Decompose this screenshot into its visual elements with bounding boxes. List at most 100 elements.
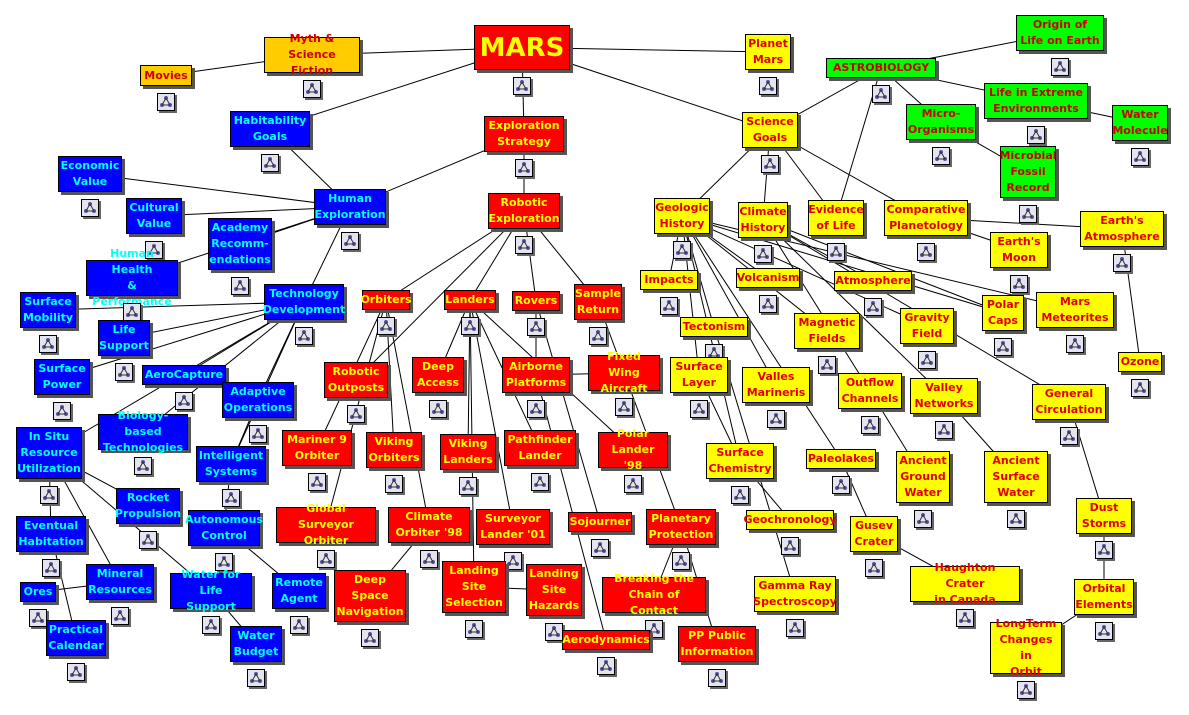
node-breaking-chain[interactable]: Breaking the Chain of Contact [602, 572, 706, 617]
resource-link-icon[interactable] [615, 398, 633, 416]
resource-link-icon[interactable] [461, 317, 479, 335]
resource-link-icon[interactable] [1017, 681, 1035, 699]
resource-link-icon[interactable] [145, 241, 163, 259]
resource-link-icon[interactable] [660, 297, 678, 315]
resource-link-icon[interactable] [317, 550, 335, 568]
node-deep-access[interactable]: Deep Access [412, 357, 464, 393]
node-exploration-strategy[interactable]: Exploration Strategy [484, 116, 564, 152]
resource-link-icon[interactable] [111, 607, 129, 625]
node-evidence-life[interactable]: Evidence of Life [808, 200, 864, 236]
resource-link-icon[interactable] [690, 400, 708, 418]
node-surface-layer[interactable]: Surface Layer [670, 357, 728, 393]
resource-link-icon[interactable] [865, 559, 883, 577]
resource-link-icon[interactable] [175, 392, 193, 410]
resource-link-icon[interactable] [818, 356, 836, 374]
resource-link-icon[interactable] [134, 457, 152, 475]
resource-link-icon[interactable] [361, 629, 379, 647]
node-water-life-support[interactable]: Water for Life Support [170, 568, 252, 613]
node-pathfinder[interactable]: Pathfinder Lander [504, 430, 576, 466]
resource-link-icon[interactable] [759, 295, 777, 313]
resource-link-icon[interactable] [115, 363, 133, 381]
node-rocket-propulsion[interactable]: Rocket Propulsion [115, 488, 181, 524]
node-life-support[interactable]: Life Support [98, 320, 150, 356]
node-geologic-history[interactable]: Geologic History [654, 198, 710, 234]
node-rovers[interactable]: Rovers [512, 291, 560, 311]
node-cultural-value[interactable]: Cultural Value [126, 198, 182, 234]
node-sample-return[interactable]: Sample Return [574, 284, 622, 320]
node-climate-history[interactable]: Climate History [738, 202, 788, 238]
resource-link-icon[interactable] [932, 147, 950, 165]
node-earths-atmosphere[interactable]: Earth's Atmosphere [1080, 211, 1164, 247]
resource-link-icon[interactable] [341, 232, 359, 250]
resource-link-icon[interactable] [597, 657, 615, 675]
resource-link-icon[interactable] [731, 486, 749, 504]
resource-link-icon[interactable] [624, 475, 642, 493]
node-valles-marineris[interactable]: Valles Marineris [742, 367, 810, 403]
node-gamma-ray[interactable]: Gamma Ray Spectroscopy [753, 576, 837, 612]
node-microbial-fossil[interactable]: Microbial Fossil Record [999, 146, 1057, 198]
resource-link-icon[interactable] [67, 663, 85, 681]
resource-link-icon[interactable] [786, 619, 804, 637]
resource-link-icon[interactable] [994, 338, 1012, 356]
resource-link-icon[interactable] [527, 400, 545, 418]
node-climate-orbiter[interactable]: Climate Orbiter '98 [388, 507, 470, 543]
node-orbiters[interactable]: Orbiters [360, 290, 412, 310]
node-autonomous-control[interactable]: Autonomous Control [185, 510, 263, 546]
node-longterm-orbit[interactable]: LongTerm Changes in Orbit [990, 617, 1062, 678]
resource-link-icon[interactable] [420, 550, 438, 568]
node-landing-site-selection[interactable]: Landing Site Selection [442, 561, 506, 613]
node-mars-meteorites[interactable]: Mars Meteorites [1036, 292, 1114, 328]
resource-link-icon[interactable] [864, 298, 882, 316]
resource-link-icon[interactable] [673, 241, 691, 259]
node-ozone[interactable]: Ozone [1118, 352, 1162, 372]
resource-link-icon[interactable] [1066, 335, 1084, 353]
node-movies[interactable]: Movies [140, 65, 192, 86]
node-habitability[interactable]: Habitability Goals [230, 111, 310, 147]
node-surface-power[interactable]: Surface Power [34, 359, 90, 395]
node-biology-tech[interactable]: Biology-based Technologies [98, 409, 188, 454]
node-dust-storms[interactable]: Dust Storms [1076, 498, 1132, 534]
resource-link-icon[interactable] [40, 486, 58, 504]
resource-link-icon[interactable] [956, 609, 974, 627]
node-astrobiology[interactable]: ASTROBIOLOGY [826, 58, 936, 78]
resource-link-icon[interactable] [1131, 379, 1149, 397]
resource-link-icon[interactable] [53, 402, 71, 420]
node-isru[interactable]: In Situ Resource Utilization [16, 427, 82, 479]
resource-link-icon[interactable] [39, 335, 57, 353]
node-pp-public[interactable]: PP Public Information [678, 626, 756, 662]
resource-link-icon[interactable] [123, 303, 141, 321]
node-aerocapture[interactable]: AeroCapture [142, 365, 226, 385]
resource-link-icon[interactable] [1010, 275, 1028, 293]
node-outflow-channels[interactable]: Outflow Channels [838, 373, 902, 409]
node-magnetic-fields[interactable]: Magnetic Fields [794, 313, 860, 349]
resource-link-icon[interactable] [1027, 126, 1045, 144]
resource-link-icon[interactable] [247, 669, 265, 687]
resource-link-icon[interactable] [157, 93, 175, 111]
node-robotic-outposts[interactable]: Robotic Outposts [324, 362, 388, 398]
node-atmosphere[interactable]: Atmosphere [834, 271, 912, 291]
resource-link-icon[interactable] [465, 620, 483, 638]
node-airborne-platforms[interactable]: Airborne Platforms [502, 357, 570, 393]
resource-link-icon[interactable] [754, 245, 772, 263]
node-tectonism[interactable]: Tectonism [680, 317, 748, 337]
node-academy[interactable]: Academy Recomm- endations [208, 218, 272, 270]
node-polar-lander[interactable]: Polar Lander '98 [598, 427, 668, 472]
node-robotic-exploration[interactable]: Robotic Exploration [488, 193, 560, 229]
node-water-molecule[interactable]: Water Molecule [1112, 105, 1168, 141]
node-landing-site-hazards[interactable]: Landing Site Hazards [526, 564, 582, 616]
node-ores[interactable]: Ores [20, 582, 56, 602]
node-gusev-crater[interactable]: Gusev Crater [850, 516, 898, 552]
node-fixed-wing[interactable]: Fixed Wing Aircraft [588, 350, 660, 395]
resource-link-icon[interactable] [827, 243, 845, 261]
node-valley-networks[interactable]: Valley Networks [910, 378, 978, 414]
resource-link-icon[interactable] [1007, 510, 1025, 528]
node-remote-agent[interactable]: Remote Agent [272, 573, 326, 609]
node-geochronology[interactable]: Geochronology [743, 510, 837, 530]
resource-link-icon[interactable] [249, 425, 267, 443]
node-mineral-resources[interactable]: Mineral Resources [86, 564, 154, 600]
node-technology-development[interactable]: Technology Development [263, 284, 345, 320]
resource-link-icon[interactable] [81, 199, 99, 217]
resource-link-icon[interactable] [545, 623, 563, 641]
resource-link-icon[interactable] [429, 400, 447, 418]
resource-link-icon[interactable] [1060, 427, 1078, 445]
